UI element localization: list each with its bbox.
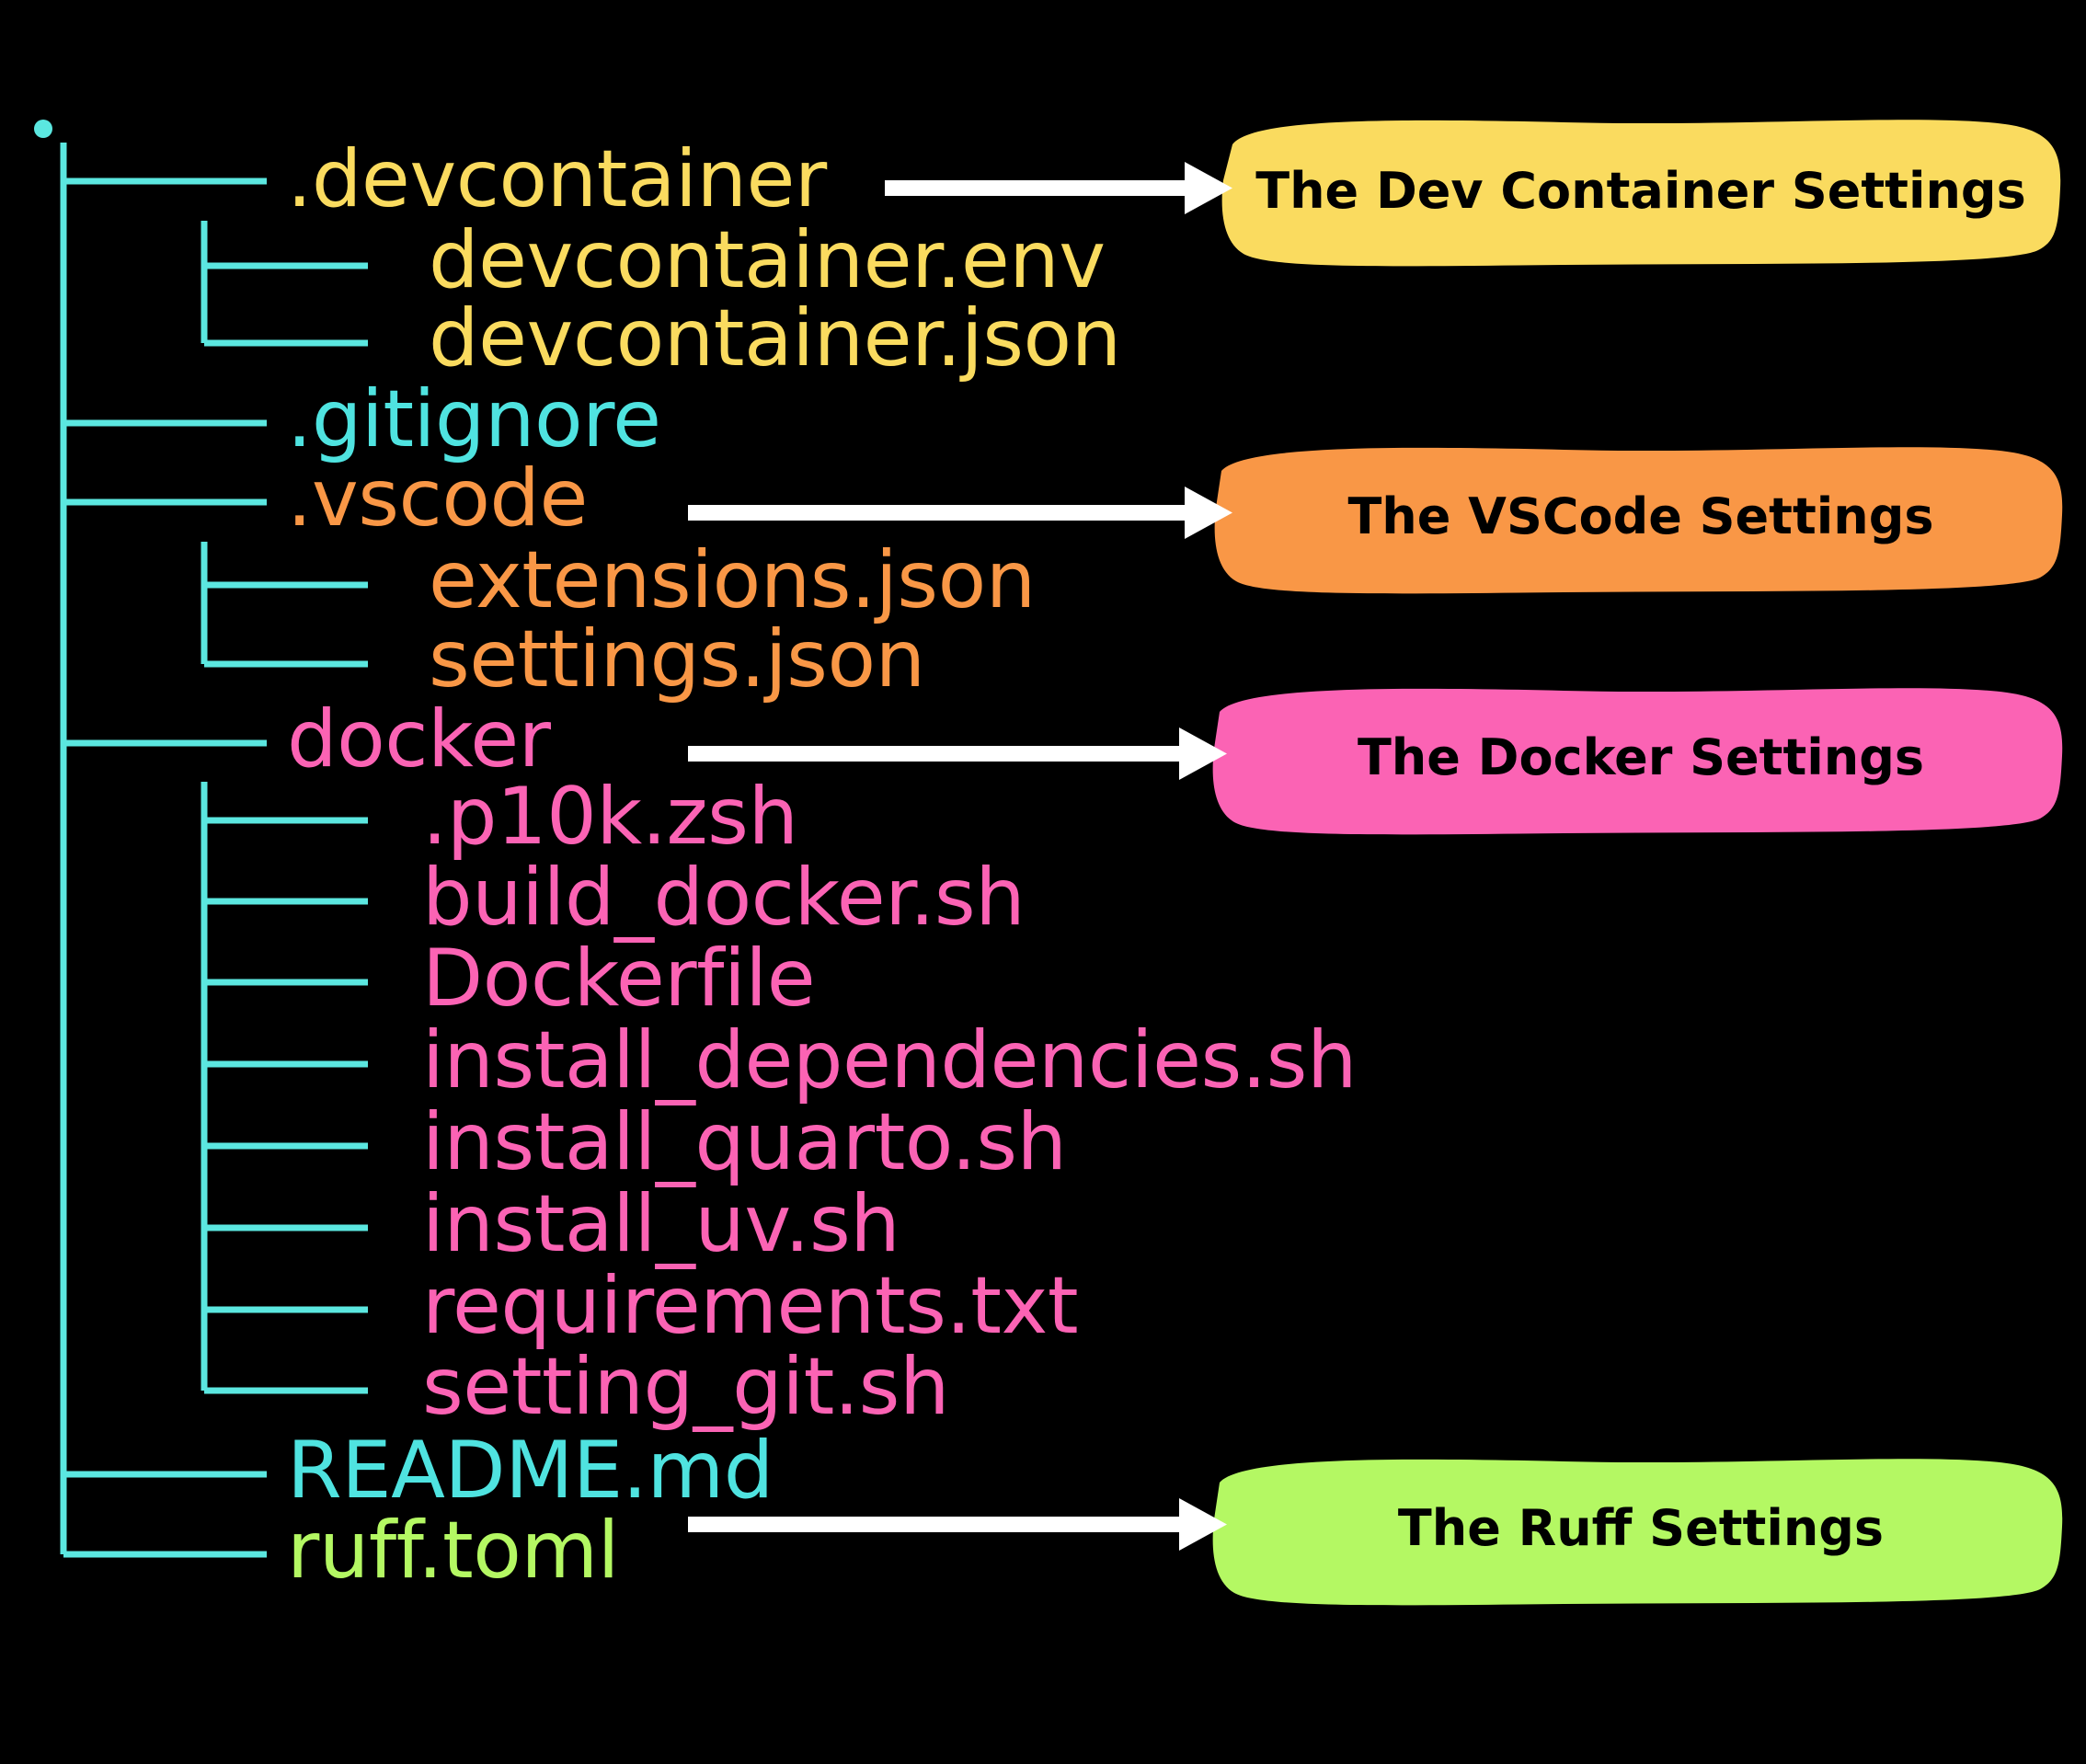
tree-item-docker-dir[interactable]: docker xyxy=(287,693,551,785)
arrow-to-docker-settings xyxy=(688,727,1227,780)
callout-shape-vscode-settings xyxy=(1214,447,2063,594)
arrow-to-vscode-settings xyxy=(688,487,1232,539)
tree-item-extensions-json[interactable]: extensions.json xyxy=(429,534,1036,626)
tree-item-devcontainer-env[interactable]: devcontainer.env xyxy=(429,214,1106,306)
tree-item-install-uv-sh[interactable]: install_uv.sh xyxy=(422,1178,900,1270)
callout-label-dev-container-settings: The Dev Container Settings xyxy=(1255,162,2026,220)
tree-item-setting-git-sh[interactable]: setting_git.sh xyxy=(422,1341,950,1433)
arrow-to-ruff-settings xyxy=(688,1498,1227,1551)
tree-item-ruff-toml[interactable]: ruff.toml xyxy=(287,1505,620,1597)
callout-label-docker-settings: The Docker Settings xyxy=(1357,728,1925,786)
callout-shape-ruff-settings xyxy=(1212,1459,2063,1606)
tree-item-build-docker-sh[interactable]: build_docker.sh xyxy=(422,852,1026,944)
arrow-to-dev-container-settings xyxy=(885,162,1232,214)
tree-root-dot xyxy=(34,120,52,138)
tree-item-p10k-zsh[interactable]: .p10k.zsh xyxy=(422,771,798,863)
callout-label-vscode-settings: The VSCode Settings xyxy=(1347,487,1934,545)
tree-item-devcontainer-dir[interactable]: .devcontainer xyxy=(287,133,827,225)
tree-item-vscode-dir[interactable]: .vscode xyxy=(287,452,588,544)
tree-item-requirements-txt[interactable]: requirements.txt xyxy=(422,1260,1079,1352)
tree-item-readme-md[interactable]: README.md xyxy=(287,1425,774,1517)
tree-item-dockerfile[interactable]: Dockerfile xyxy=(422,933,816,1025)
tree-item-devcontainer-json[interactable]: devcontainer.json xyxy=(429,292,1121,384)
tree-item-install-dependencies-sh[interactable]: install_dependencies.sh xyxy=(422,1014,1357,1106)
callout-label-ruff-settings: The Ruff Settings xyxy=(1397,1499,1885,1557)
tree-item-settings-json[interactable]: settings.json xyxy=(429,613,925,705)
tree-item-install-quarto-sh[interactable]: install_quarto.sh xyxy=(422,1096,1067,1188)
callout-shape-dev-container-settings xyxy=(1221,120,2061,267)
callout-shape-docker-settings xyxy=(1212,688,2063,835)
tree-item-gitignore[interactable]: .gitignore xyxy=(287,373,661,465)
